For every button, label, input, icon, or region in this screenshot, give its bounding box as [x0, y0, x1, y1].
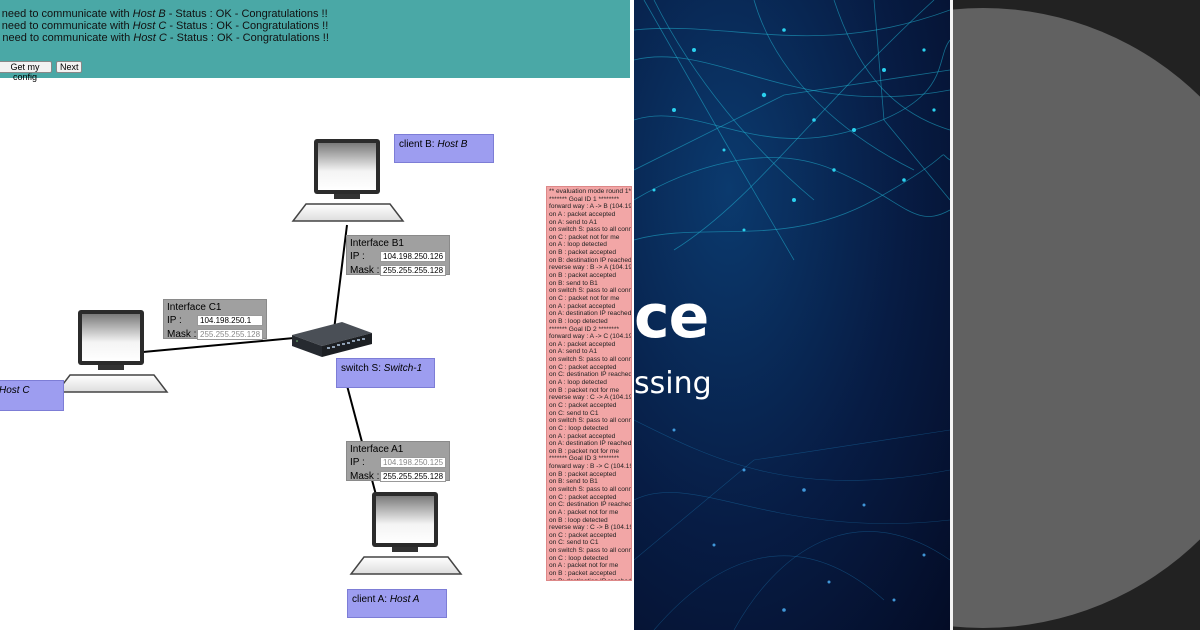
log-line: on C: send to C1 [549, 539, 599, 547]
switch-label: switch S: Switch-1 [336, 358, 435, 388]
interface-b1-ip-input[interactable] [380, 251, 446, 262]
log-line: on A : loop detected [549, 379, 607, 387]
mask-label: Mask : [350, 265, 380, 276]
log-line: on C : packet accepted [549, 401, 617, 409]
panel-divider [950, 0, 953, 630]
log-line: on B : loop detected [549, 516, 608, 524]
client-a-label: client A: Host A [347, 589, 447, 618]
log-line: on B : packet accepted [549, 570, 617, 578]
log-line: on A : packet accepted [549, 432, 616, 440]
log-line: on switch S: pass to all conn [549, 356, 632, 364]
log-line: forward way : A -> B (104.198 [549, 203, 632, 211]
status-bar: A need to communicate with Host B - Stat… [0, 0, 630, 82]
log-line: on C : loop detected [549, 424, 609, 432]
log-line: on A : packet accepted [549, 210, 616, 218]
client-b-label: client B: Host B [394, 134, 494, 163]
log-line: on C: destination IP reached [549, 371, 632, 379]
interface-a1-title: Interface A1 [350, 444, 404, 455]
log-line: on A : loop detected [549, 241, 607, 249]
interface-c1-mask-input[interactable] [197, 329, 263, 340]
switch-icon[interactable] [292, 322, 372, 357]
log-line: on B : packet not for me [549, 386, 620, 394]
log-line: on C: destination IP reached [549, 501, 632, 509]
evaluation-log[interactable]: ** evaluation mode round 1********* Goal… [546, 186, 632, 581]
network-simulator-panel: A need to communicate with Host B - Stat… [0, 0, 632, 618]
log-line: ******* Goal ID 3 ******** [549, 455, 620, 463]
status-line-1: A need to communicate with Host B - Stat… [0, 8, 328, 20]
log-line: on switch S: pass to all conn [549, 417, 632, 425]
interface-a1-ip-input[interactable] [380, 457, 446, 468]
log-line: on B : packet accepted [549, 272, 617, 280]
cable-c [142, 337, 295, 353]
mask-label: Mask : [167, 329, 197, 340]
log-line: on C : packet not for me [549, 294, 620, 302]
interface-c1-ip-input[interactable] [197, 315, 263, 326]
log-line: on switch S: pass to all conn [549, 226, 632, 234]
network-mesh-graphic [634, 0, 950, 630]
log-line: on B : packet not for me [549, 447, 620, 455]
interface-b1-title: Interface B1 [350, 238, 404, 249]
log-line: on A: send to A1 [549, 218, 598, 226]
network-diagram [55, 139, 463, 575]
promo-brand-text: ce [634, 282, 709, 352]
interface-b1-mask-input[interactable] [380, 265, 446, 276]
log-line: reverse way : B -> A (104.19 [549, 264, 632, 272]
log-line: on B: destination IP reached [549, 256, 632, 264]
log-line: on switch S: pass to all conn [549, 287, 632, 295]
log-line: on A: destination IP reached [549, 310, 632, 318]
log-line: on B : loop detected [549, 317, 608, 325]
log-line: on A: send to A1 [549, 348, 598, 356]
computer-b-icon[interactable] [291, 139, 405, 222]
mask-label: Mask : [350, 471, 380, 482]
ip-label: IP : [167, 315, 182, 326]
ip-label: IP : [350, 457, 365, 468]
grey-disc-shape [953, 8, 1200, 628]
log-line: on B : packet accepted [549, 249, 617, 257]
log-line: on B : packet accepted [549, 470, 617, 478]
log-line: on C : packet accepted [549, 493, 617, 501]
interface-a1-panel: Interface A1 IP : Mask : [346, 441, 450, 482]
log-line: ******* Goal ID 1 ******** [549, 195, 620, 203]
get-my-config-button[interactable]: Get my config [0, 61, 52, 82]
log-line: ******* Goal ID 2 ******** [549, 325, 620, 333]
promo-subtitle-text: ssing [634, 366, 712, 401]
log-line: forward way : B -> C (104.19 [549, 463, 632, 471]
status-line-3: B need to communicate with Host C - Stat… [0, 32, 329, 44]
status-line-2: A need to communicate with Host C - Stat… [0, 20, 329, 32]
log-line: reverse way : C -> A (104.19 [549, 394, 632, 402]
log-line: ** evaluation mode round 1** [549, 188, 632, 195]
cable-b [332, 224, 348, 339]
log-line: on switch S: pass to all conn [549, 547, 632, 555]
promo-network-image: ce ssing [634, 0, 950, 630]
log-line: on B: send to B1 [549, 279, 598, 287]
next-button[interactable]: Next [56, 61, 82, 73]
interface-c1-title: Interface C1 [167, 302, 222, 313]
log-line: on C : packet not for me [549, 233, 620, 241]
log-line: on C : loop detected [549, 554, 609, 562]
log-line: on B: destination IP reached [549, 578, 631, 580]
log-line: on A : packet not for me [549, 508, 619, 516]
log-line: on A : packet accepted [549, 340, 616, 348]
log-line: on switch S: pass to all conn [549, 485, 632, 493]
log-line: forward way : A -> C (104.19 [549, 333, 632, 341]
log-line: on C: send to C1 [549, 409, 599, 417]
log-line: on C : packet accepted [549, 363, 617, 371]
log-line: on A : packet not for me [549, 562, 619, 570]
interface-b1-panel: Interface B1 IP : Mask : [346, 235, 450, 276]
log-line: reverse way : C -> B (104.19 [549, 524, 632, 532]
disc-graphic-panel [953, 0, 1200, 630]
log-line: on C : packet accepted [549, 531, 617, 539]
log-line: on A : packet accepted [549, 302, 616, 310]
interface-c1-panel: Interface C1 IP : Mask : [163, 299, 267, 340]
interface-a1-mask-input[interactable] [380, 471, 446, 482]
client-c-label: Host C [0, 380, 64, 411]
ip-label: IP : [350, 251, 365, 262]
computer-a-icon[interactable] [349, 492, 463, 575]
log-line: on B: send to B1 [549, 478, 598, 486]
log-line: on A: destination IP reached [549, 440, 632, 448]
